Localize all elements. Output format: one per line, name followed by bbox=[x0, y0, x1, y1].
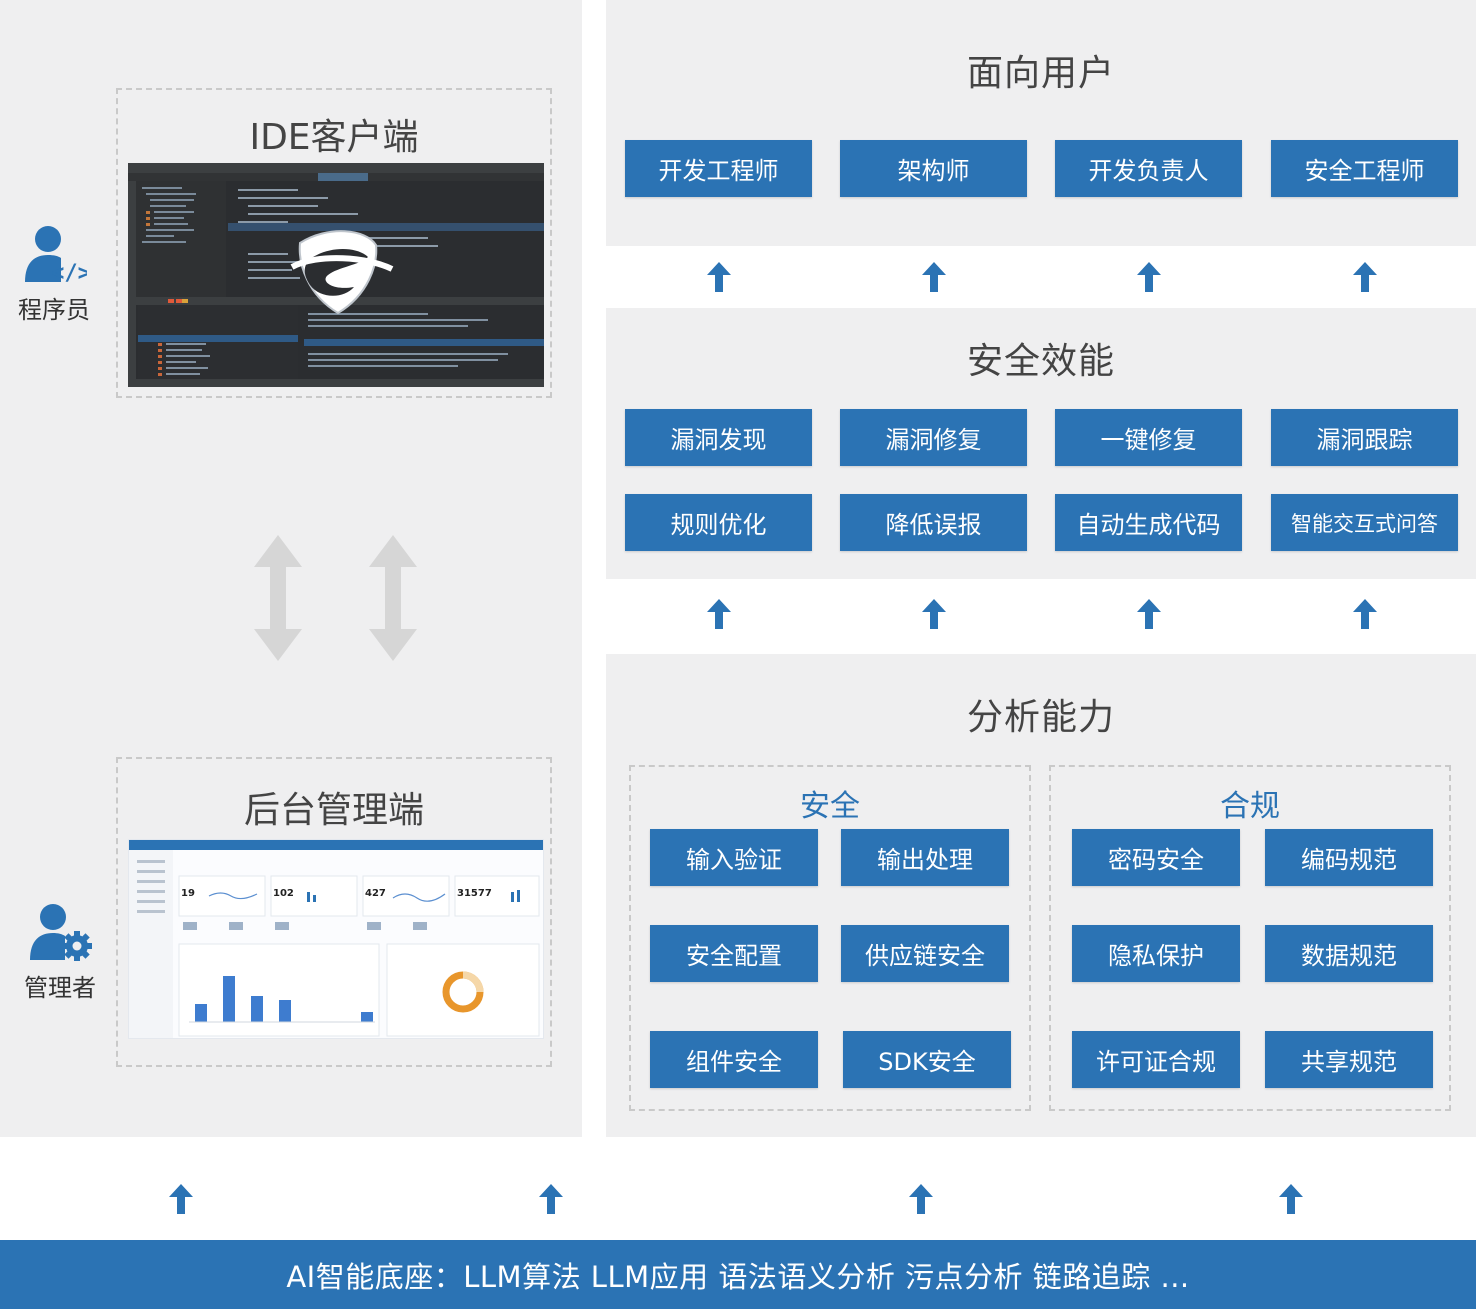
up-arrow-icon bbox=[922, 599, 946, 629]
capability-button-license[interactable]: 许可证合规 bbox=[1072, 1031, 1240, 1088]
up-arrow-icon bbox=[169, 1184, 193, 1214]
efficiency-title: 安全效能 bbox=[966, 341, 1115, 382]
users-panel: 面向用户 开发工程师 架构师 开发负责人 安全工程师 bbox=[606, 0, 1476, 246]
feature-button-auto-codegen[interactable]: 自动生成代码 bbox=[1055, 494, 1242, 551]
capability-button-coding-standard[interactable]: 编码规范 bbox=[1265, 829, 1433, 886]
feature-button-smart-qa[interactable]: 智能交互式问答 bbox=[1271, 494, 1458, 551]
dashboard-stat-1: 19 bbox=[181, 888, 195, 899]
ide-screenshot bbox=[128, 163, 544, 387]
role-button-architect[interactable]: 架构师 bbox=[840, 140, 1027, 197]
compliance-group: 合规 密码安全 编码规范 隐私保护 数据规范 许可证合规 共享规范 bbox=[1049, 765, 1451, 1111]
up-arrow-icon bbox=[707, 262, 731, 292]
capability-button-data-standard[interactable]: 数据规范 bbox=[1265, 925, 1433, 982]
admin-client-box: 后台管理端 bbox=[116, 757, 552, 1067]
dashboard-stat-2: 102 bbox=[273, 888, 294, 899]
dashboard-stat-3: 427 bbox=[365, 888, 386, 899]
manager-icon bbox=[30, 904, 92, 961]
feature-button-vuln-discovery[interactable]: 漏洞发现 bbox=[625, 409, 812, 466]
manager-role: 管理者 bbox=[10, 900, 110, 1003]
capability-button-supply-chain[interactable]: 供应链安全 bbox=[841, 925, 1009, 982]
programmer-label: 程序员 bbox=[18, 296, 90, 324]
role-button-security-engineer[interactable]: 安全工程师 bbox=[1271, 140, 1458, 197]
feature-button-rule-optimize[interactable]: 规则优化 bbox=[625, 494, 812, 551]
analysis-panel: 分析能力 安全 输入验证 输出处理 安全配置 供应链安全 组件安全 SDK安全 … bbox=[606, 654, 1476, 1137]
manager-label: 管理者 bbox=[24, 974, 96, 1002]
up-arrow-icon bbox=[1353, 599, 1377, 629]
role-button-developer[interactable]: 开发工程师 bbox=[625, 140, 812, 197]
capability-button-privacy[interactable]: 隐私保护 bbox=[1072, 925, 1240, 982]
feature-button-vuln-tracking[interactable]: 漏洞跟踪 bbox=[1271, 409, 1458, 466]
up-arrow-icon bbox=[1353, 262, 1377, 292]
capability-button-sdk-security[interactable]: SDK安全 bbox=[843, 1031, 1011, 1088]
capability-button-sharing-standard[interactable]: 共享规范 bbox=[1265, 1031, 1433, 1088]
feature-button-one-click-fix[interactable]: 一键修复 bbox=[1055, 409, 1242, 466]
sync-arrows-icon bbox=[254, 535, 417, 661]
compliance-group-title: 合规 bbox=[1220, 789, 1280, 824]
role-button-dev-lead[interactable]: 开发负责人 bbox=[1055, 140, 1242, 197]
security-group: 安全 输入验证 输出处理 安全配置 供应链安全 组件安全 SDK安全 bbox=[629, 765, 1031, 1111]
capability-button-crypto-security[interactable]: 密码安全 bbox=[1072, 829, 1240, 886]
capability-button-output-handling[interactable]: 输出处理 bbox=[841, 829, 1009, 886]
capability-button-security-config[interactable]: 安全配置 bbox=[650, 925, 818, 982]
capability-button-component-security[interactable]: 组件安全 bbox=[650, 1031, 818, 1088]
up-arrow-icon bbox=[1137, 599, 1161, 629]
feature-button-reduce-false-positive[interactable]: 降低误报 bbox=[840, 494, 1027, 551]
feature-button-vuln-fix[interactable]: 漏洞修复 bbox=[840, 409, 1027, 466]
security-group-title: 安全 bbox=[800, 789, 860, 824]
ide-client-box: IDE客户端 bbox=[116, 88, 552, 398]
ide-client-title: IDE客户端 bbox=[249, 117, 419, 158]
programmer-icon: </> bbox=[25, 226, 87, 286]
up-arrow-icon bbox=[707, 599, 731, 629]
dashboard-stat-4: 31577 bbox=[457, 888, 492, 899]
capability-button-input-validation[interactable]: 输入验证 bbox=[650, 829, 818, 886]
clients-panel: </> 程序员 管理者 IDE客户端 bbox=[0, 0, 582, 1137]
users-title: 面向用户 bbox=[966, 53, 1115, 94]
admin-client-title: 后台管理端 bbox=[243, 790, 424, 831]
up-arrow-icon bbox=[1279, 1184, 1303, 1214]
svg-text:</>: </> bbox=[51, 261, 87, 286]
admin-dashboard-screenshot: 19 102 427 31577 bbox=[128, 839, 544, 1039]
up-arrow-icon bbox=[922, 262, 946, 292]
efficiency-panel: 安全效能 漏洞发现 漏洞修复 一键修复 漏洞跟踪 规则优化 降低误报 自动生成代… bbox=[606, 308, 1476, 579]
analysis-title: 分析能力 bbox=[966, 697, 1115, 738]
up-arrow-icon bbox=[539, 1184, 563, 1214]
ai-foundation-bar: AI智能底座：LLM算法 LLM应用 语法语义分析 污点分析 链路追踪 ... bbox=[0, 1240, 1476, 1309]
programmer-role: </> 程序员 bbox=[4, 222, 104, 325]
up-arrow-icon bbox=[1137, 262, 1161, 292]
up-arrow-icon bbox=[909, 1184, 933, 1214]
